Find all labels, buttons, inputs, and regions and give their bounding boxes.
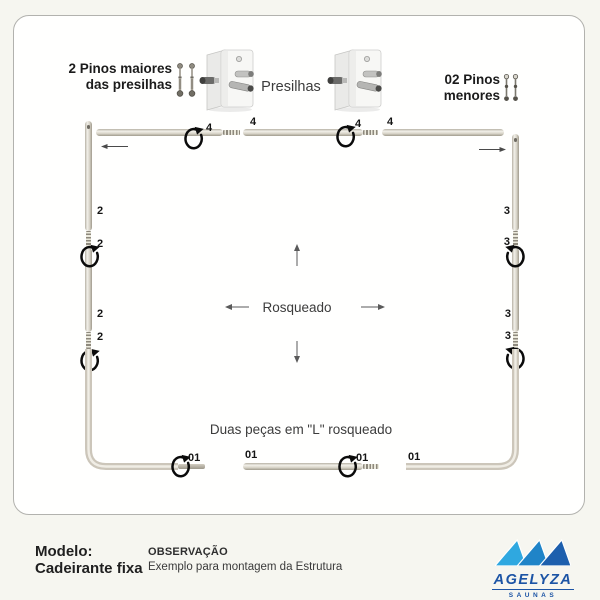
arrow-right-icon [361, 304, 385, 310]
top-tube-1 [96, 129, 223, 136]
bottom-tube [243, 463, 363, 470]
brand-tagline: SAUNAS [508, 592, 558, 599]
observation-title: OBSERVAÇÃO [148, 546, 228, 558]
arrow-left-icon [101, 144, 128, 149]
right-tube-thread [513, 332, 518, 349]
presilhas-label: Presilhas [261, 79, 321, 95]
center-note: Rosqueado [262, 300, 332, 315]
piece-label: 01 [356, 452, 369, 464]
pins-large-line2: das presilhas [85, 77, 172, 92]
piece-label: 4 [206, 122, 213, 134]
piece-label: 2 [97, 205, 104, 217]
brand-logo: AGELYZA SAUNAS [474, 538, 592, 599]
model-label: Modelo: [35, 543, 93, 560]
left-tube-thread [86, 231, 91, 248]
left-tube-1 [85, 121, 92, 231]
arrow-right-icon [479, 147, 506, 152]
piece-label: 2 [97, 238, 104, 250]
l-piece-bottom-left [85, 349, 178, 470]
piece-label: 01 [245, 449, 258, 461]
right-tube-thread [513, 231, 518, 248]
bottom-tube-thread [363, 464, 379, 469]
top-tube-1-thread [223, 130, 240, 135]
model-block: Modelo: Cadeirante fixa [35, 543, 143, 577]
piece-label: 2 [97, 308, 104, 320]
pins-small-line2: menores [443, 88, 500, 103]
piece-label: 4 [250, 116, 257, 128]
instruction-card [13, 15, 585, 515]
large-pin-icon [176, 63, 184, 97]
l-piece-tip [178, 464, 205, 469]
left-tube-thread [86, 332, 91, 349]
top-tube-3 [382, 129, 504, 136]
arrow-up-icon [294, 244, 300, 266]
logo-peaks-icon [493, 538, 572, 567]
l-piece-bottom-right [406, 349, 519, 470]
pins-small-line1: 02 Pinos [444, 72, 500, 87]
piece-label: 01 [188, 452, 201, 464]
left-tube-2 [85, 248, 92, 332]
observation-block: OBSERVAÇÃO Exemplo para montagem da Estr… [148, 546, 342, 573]
small-pin-icon [503, 74, 510, 101]
piece-label: 01 [408, 451, 421, 463]
brand-name: AGELYZA [491, 572, 575, 590]
large-pin-icon [188, 63, 196, 97]
presilha-bracket-icon [199, 49, 254, 112]
piece-label: 3 [503, 205, 510, 217]
left-tube-cap [87, 125, 90, 129]
piece-label: 4 [355, 118, 362, 130]
right-tube-cap [514, 138, 517, 142]
right-tube-1 [512, 134, 519, 231]
model-value: Cadeirante fixa [35, 560, 143, 577]
pins-large-line1: 2 Pinos maiores [68, 61, 172, 76]
piece-label: 3 [503, 236, 510, 248]
piece-label: 3 [504, 330, 511, 342]
top-tube-2 [243, 129, 363, 136]
bottom-note: Duas peças em "L" rosqueado [209, 422, 393, 437]
rotate-icon [336, 124, 357, 148]
pins-large-label: 2 Pinos maiores das presilhas [62, 61, 172, 93]
arrow-left-icon [225, 304, 249, 310]
right-tube-2 [512, 248, 519, 332]
small-pin-icon [512, 74, 519, 101]
observation-text: Exemplo para montagem da Estrutura [148, 561, 343, 573]
top-tube-2-thread [363, 130, 378, 135]
presilha-bracket-icon [327, 49, 382, 112]
rotate-icon [184, 126, 205, 150]
pins-small-label: 02 Pinos menores [428, 72, 500, 104]
arrow-down-icon [294, 341, 300, 363]
piece-label: 4 [387, 116, 394, 128]
piece-label: 3 [504, 308, 511, 320]
piece-label: 2 [97, 331, 104, 343]
